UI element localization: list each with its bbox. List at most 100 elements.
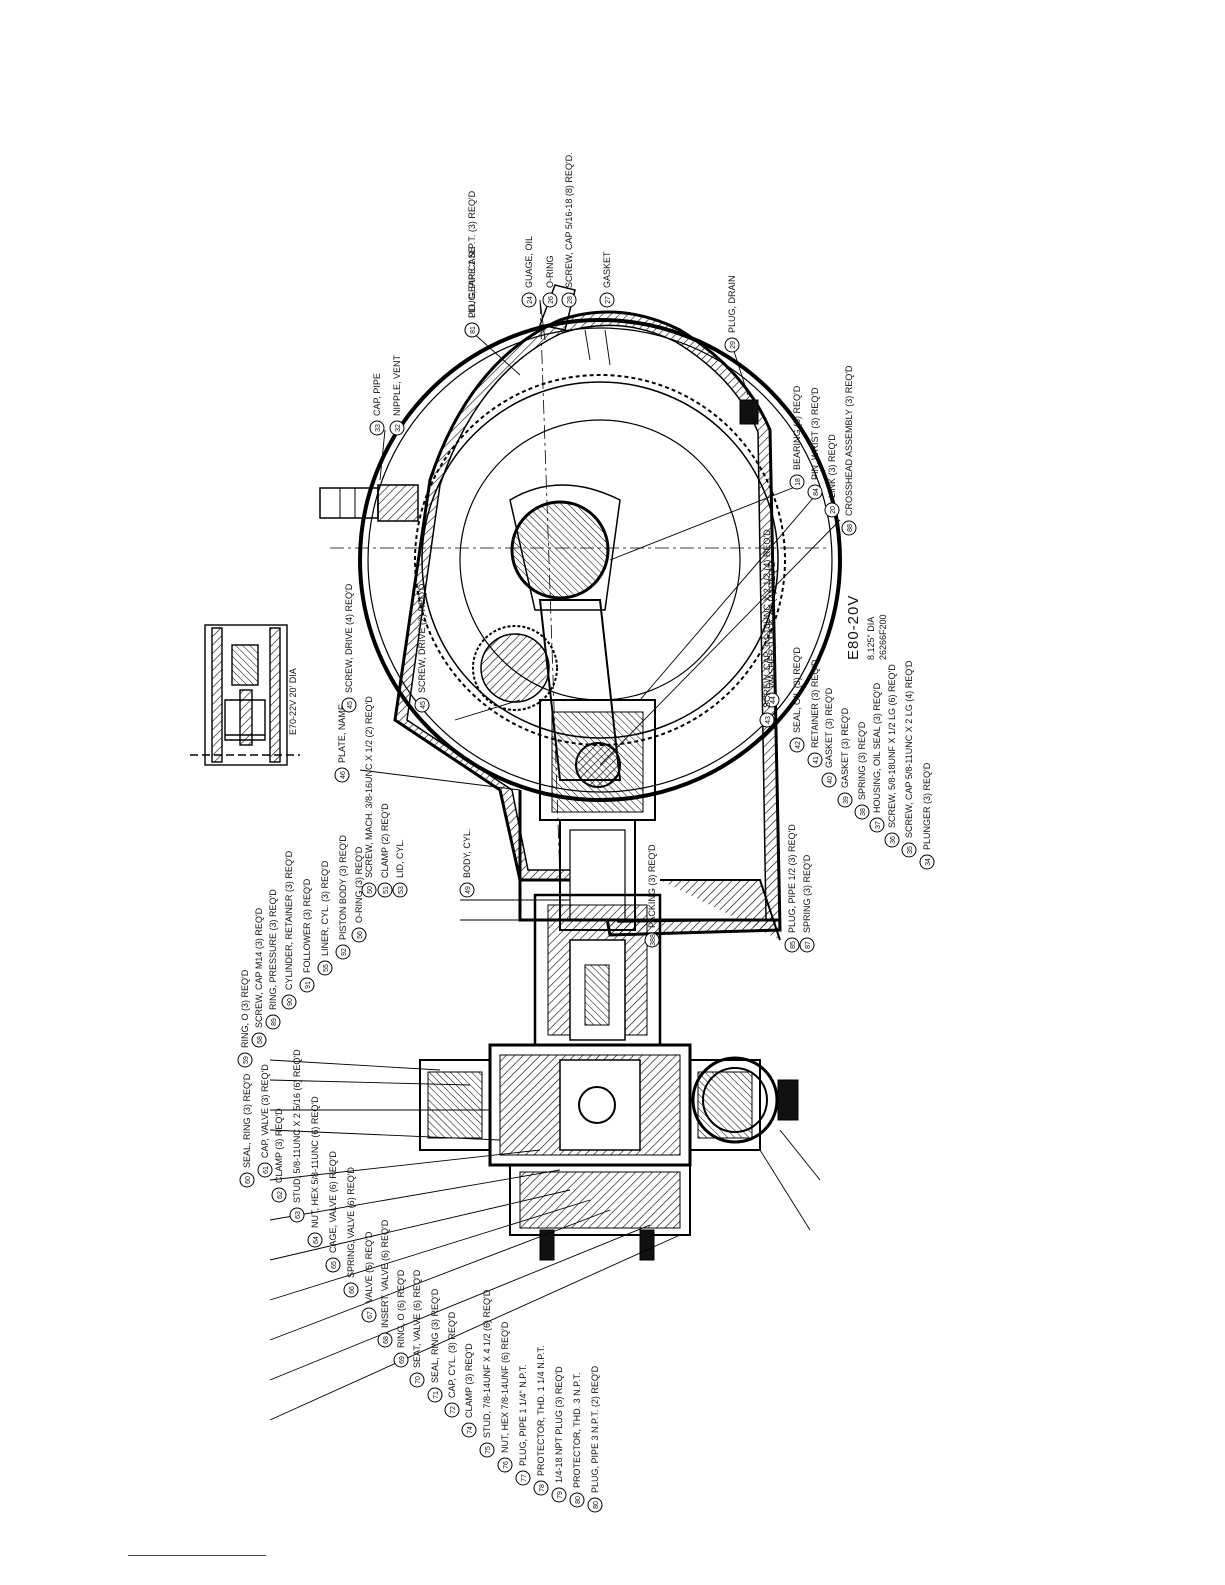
callout-number-circle (307, 1232, 323, 1248)
callout-number-circle (821, 772, 837, 788)
callout-number-circle (764, 692, 780, 708)
callout-67: 67 VALVE (6) REQ'D (361, 1231, 377, 1323)
callout-label: RING, O (6) REQ'D (396, 1269, 406, 1348)
callout-number: 59 (243, 1056, 250, 1064)
callout-label: CAP, PIPE (372, 373, 382, 416)
callout-number: 58 (257, 1036, 264, 1044)
callout-number: 88 (847, 524, 854, 532)
callout-number: 72 (450, 1406, 457, 1414)
callout-number-circle (361, 1307, 377, 1323)
callout-number: 39 (843, 796, 850, 804)
callout-number-circle (444, 1402, 460, 1418)
callout-number: 24 (527, 296, 534, 304)
callout-number: 32 (395, 424, 402, 432)
callout-number: 50 (367, 886, 374, 894)
callout-number: 69 (399, 1356, 406, 1364)
callout-number: 44 (770, 696, 777, 704)
callout-number: 49 (465, 886, 472, 894)
callout-label: SCREW, CAP 5/16-18 (8) REQ'D. (564, 152, 574, 288)
callout-label: O-RING (545, 256, 555, 289)
callout-number-circle (414, 697, 430, 713)
callout-label: SCREW, CAP 3/4-10UNC X 2 1/2 (4) REQ'D (762, 529, 772, 708)
callout-number-circle (542, 292, 558, 308)
callout-number-circle (289, 1207, 305, 1223)
callout-number-circle (392, 882, 408, 898)
footer-rule (128, 1555, 266, 1556)
callout-number: 38 (860, 808, 867, 816)
callout-label: LID, CYL. (395, 839, 405, 878)
callout-number: 89 (271, 1018, 278, 1026)
callout-number-circle (789, 737, 805, 753)
callout-label: SEAT, VALVE (6) REQ'D (412, 1269, 422, 1368)
callout-label: SCREW, CAP M14 (3) REQ'D (254, 907, 264, 1028)
callout-number-circle (824, 502, 840, 518)
callout-label: SEAL, RING (3) REQ'D (242, 1073, 252, 1168)
callout-58: 58 SCREW, CAP M14 (3) REQ'D (251, 907, 267, 1048)
callout-number: 71 (433, 1391, 440, 1399)
callout-label: 1/4-18 NPT PLUG (3) REQ'D (554, 1366, 564, 1483)
callout-number: 67 (367, 1311, 374, 1319)
callout-number: 45 (347, 701, 354, 709)
callout-number-circle (884, 832, 900, 848)
callout-number-circle (901, 842, 917, 858)
callout-number-circle (361, 882, 377, 898)
callout-number: 37 (875, 821, 882, 829)
callout-number-circle (561, 292, 577, 308)
callout-number: 41 (813, 756, 820, 764)
callout-number-circle (237, 1052, 253, 1068)
callout-number-circle (299, 977, 315, 993)
callout-number-circle (599, 292, 615, 308)
callout-number-circle (389, 420, 405, 436)
callout-number-circle (377, 1332, 393, 1348)
callout-number: 65 (331, 1261, 338, 1269)
callout-number-circle (533, 1480, 549, 1496)
callout-number-circle (869, 817, 885, 833)
callout-number-circle (343, 1282, 359, 1298)
callout-number-circle (409, 1372, 425, 1388)
callout-number: 63 (295, 1211, 302, 1219)
callout-number: 75 (485, 1446, 492, 1454)
callout-number: 80 (575, 1496, 582, 1504)
callout-label: BODY, CYL. (462, 829, 472, 878)
callout-label: CROSSHEAD ASSEMBLY (3) REQ'D (844, 365, 854, 516)
callout-number: 78 (539, 1484, 546, 1492)
callout-number: 62 (277, 1191, 284, 1199)
callout-number: 20 (830, 506, 837, 514)
callout-label: SPRING (3) REQ'D (802, 854, 812, 933)
callout-number-circle (837, 792, 853, 808)
callout-number: 91 (305, 981, 312, 989)
callout-label: CAGE, VALVE (6) REQ'D (328, 1151, 338, 1253)
callout-label: CLAMP (3) REQ'D (464, 1343, 474, 1418)
callout-number-circle (251, 1032, 267, 1048)
callout-label: LINER, CYL. (3) REQ'D (320, 860, 330, 956)
inset-caption: E70-22V 20' DIA (288, 668, 298, 735)
callout-number-circle (377, 882, 393, 898)
callout-number-circle (257, 1162, 273, 1178)
callout-number: 64 (313, 1236, 320, 1244)
callout-label: CAP, VALVE (3) REQ'D (260, 1064, 270, 1158)
callout-number: 40 (827, 776, 834, 784)
callout-label: VALVE (6) REQ'D (364, 1231, 374, 1303)
